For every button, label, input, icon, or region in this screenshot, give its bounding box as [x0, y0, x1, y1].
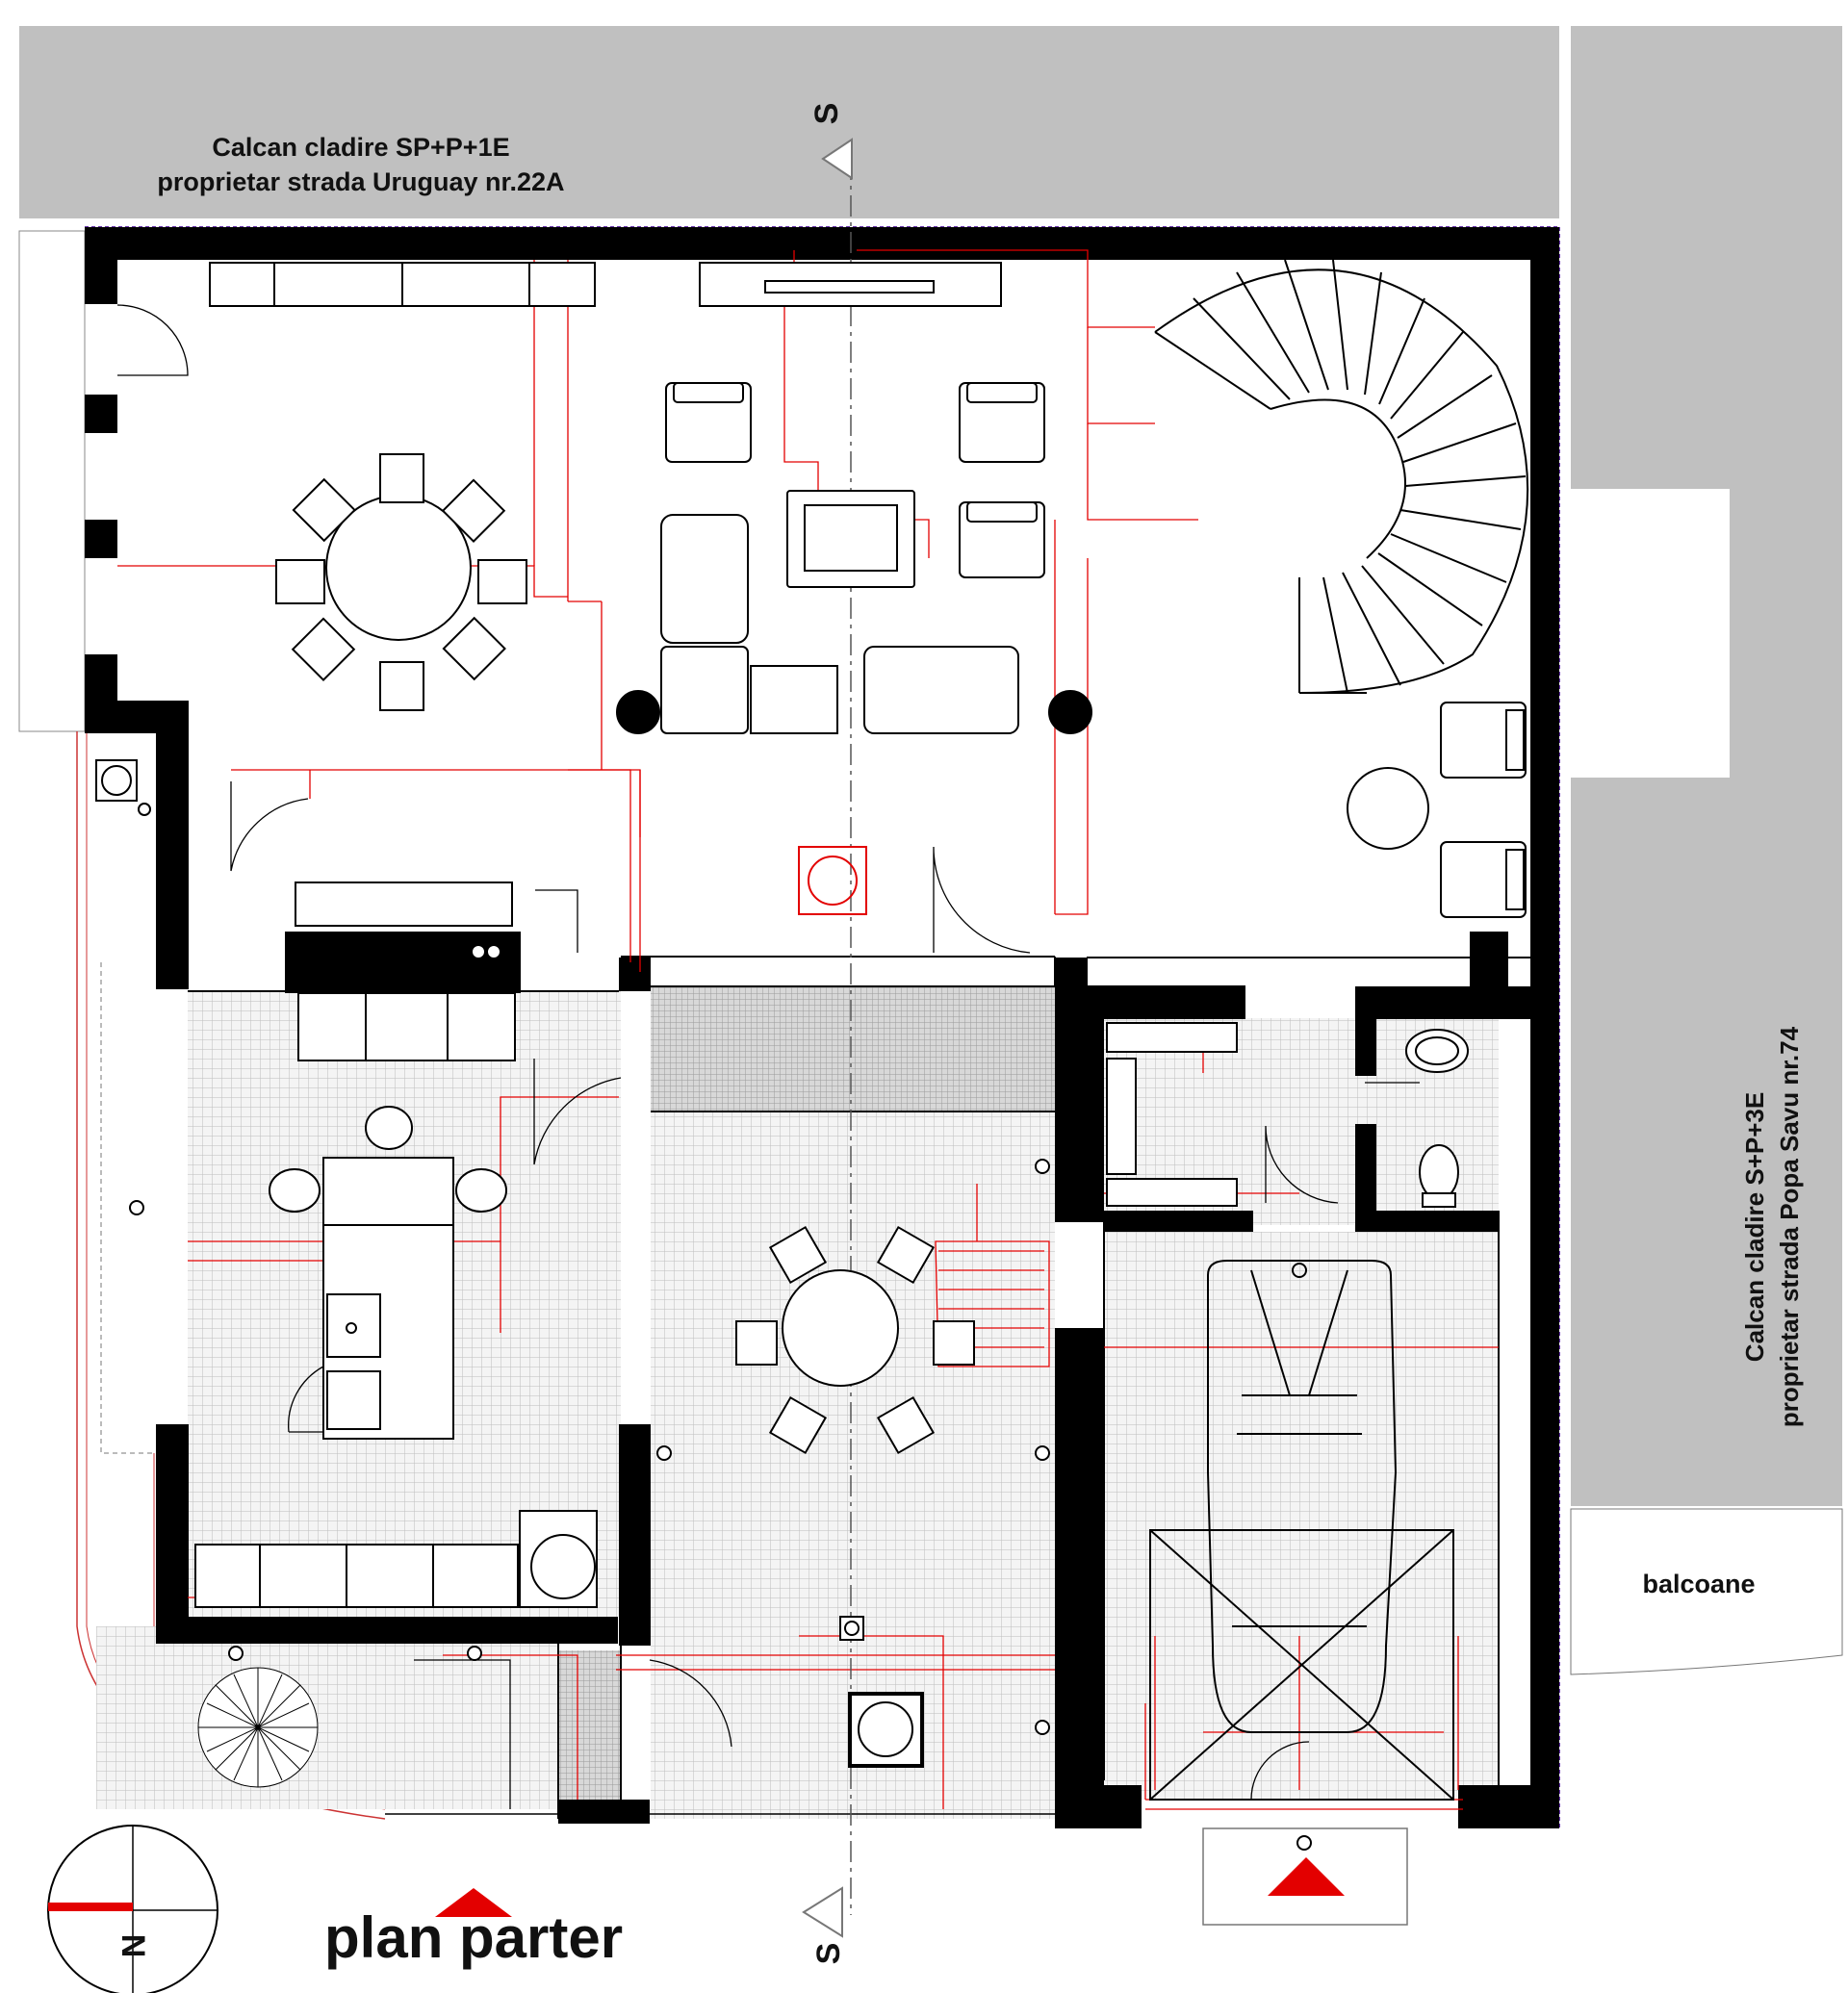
armchair: [1440, 841, 1527, 918]
sofa: [660, 514, 749, 644]
fixtures: [95, 759, 1312, 1851]
sofa: [660, 646, 749, 734]
north-arrow-icon: N: [47, 1825, 218, 1993]
toilet-icon: [1419, 1144, 1459, 1208]
base-cabinets: [194, 1544, 519, 1608]
balcony-label: balcoane: [1642, 1570, 1755, 1598]
neighbor-building-east: Calcan cladire S+P+3E proprietar strada …: [1571, 26, 1842, 1506]
car-icon: [1207, 1260, 1398, 1733]
spiral-staircase-icon: [1154, 259, 1529, 694]
furniture: [194, 259, 1529, 1801]
stool: [269, 1168, 321, 1213]
shower-tray: [1106, 1022, 1238, 1053]
side-table: [1347, 767, 1429, 850]
balcony-area: balcoane: [1570, 1508, 1843, 1675]
tree-icon: [197, 1667, 319, 1788]
armchair: [1440, 702, 1527, 779]
section-marker-bottom: S: [810, 1943, 847, 1965]
ottoman: [750, 665, 838, 734]
plan-title: plan parter: [324, 1905, 623, 1970]
doors: [116, 304, 1420, 1809]
column: [1048, 690, 1092, 734]
sink-icon: [1405, 1029, 1469, 1073]
section-axis: S S: [802, 103, 853, 1965]
north-letter: N: [115, 1934, 151, 1958]
entrance-arrow-icon: [435, 1888, 512, 1917]
section-marker-top: S: [808, 103, 845, 125]
column: [616, 690, 660, 734]
kitchen-counter: [295, 882, 513, 927]
stool: [455, 1168, 507, 1213]
stool: [365, 1106, 413, 1150]
neighbor-north-line1: Calcan cladire SP+P+1E: [212, 133, 509, 162]
round-dining-table: [782, 1269, 899, 1387]
entrance-arrow-icon: [1268, 1857, 1345, 1896]
neighbor-east-line2: proprietar strada Popa Savu nr.74: [1775, 1026, 1804, 1427]
neighbor-north-line2: proprietar strada Uruguay nr.22A: [157, 167, 564, 196]
chair-set: [275, 453, 527, 711]
inner-wall-lines: [188, 956, 1530, 1819]
section-marker-icon: S: [802, 1886, 847, 1965]
neighbor-building-north: Calcan cladire SP+P+1E proprietar strada…: [19, 26, 1559, 218]
neighbor-east-line1: Calcan cladire S+P+3E: [1740, 1092, 1769, 1362]
sofa: [863, 646, 1019, 734]
walls: [85, 227, 1559, 1828]
section-marker-icon: S: [808, 103, 853, 180]
garage-apron: [1202, 1827, 1408, 1926]
kitchen-island: [322, 1157, 454, 1226]
